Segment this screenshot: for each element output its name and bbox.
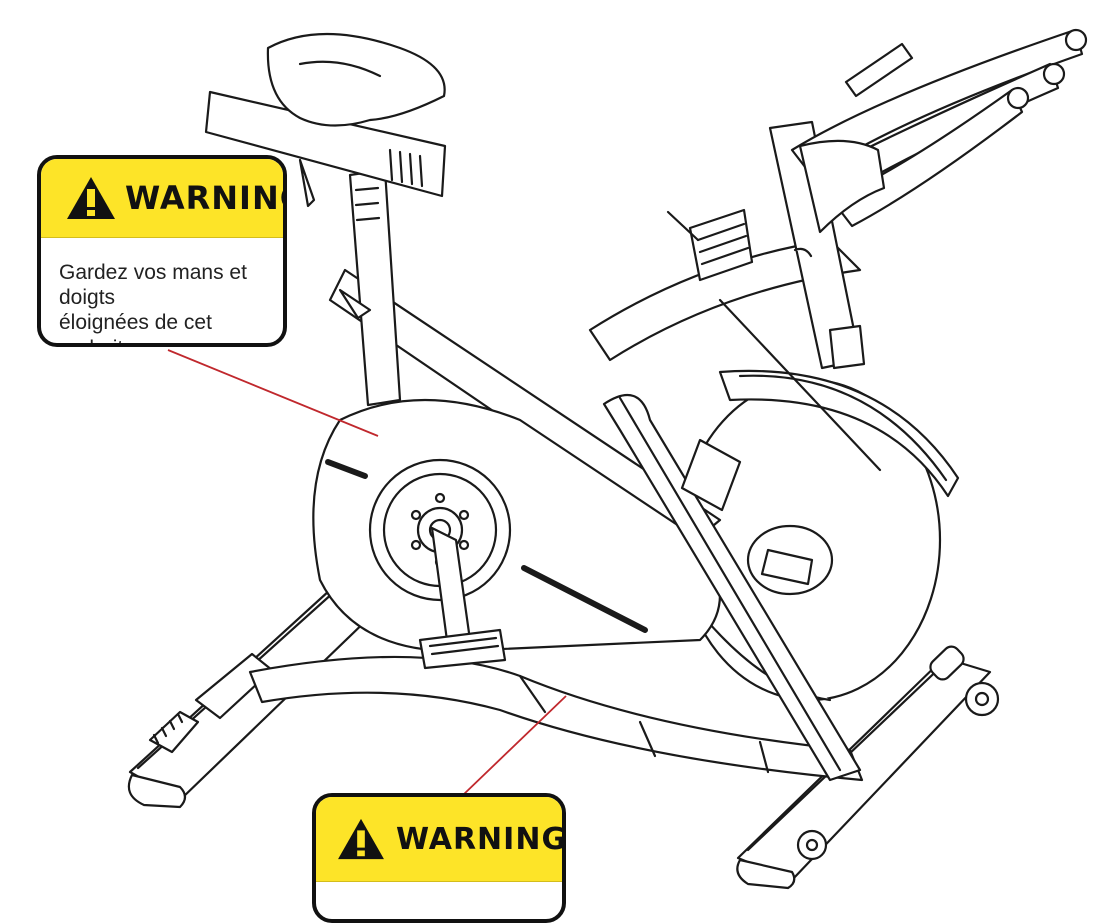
- resistance-knob: [666, 208, 754, 282]
- warning-triangle-icon: [67, 177, 115, 219]
- warning-label-frame: WARNING: [312, 793, 566, 923]
- leader-line-top: [167, 349, 379, 437]
- front-stabilizer: [127, 588, 377, 809]
- spin-bike-illustration: [127, 28, 1088, 890]
- seat-rail: [204, 90, 447, 208]
- fender: [718, 369, 960, 498]
- warning-triangle-icon: [338, 818, 384, 860]
- warning-heading-bottom: WARNING: [396, 821, 566, 857]
- warning-label-hands: WARNING Gardez vos mans et doigts éloign…: [37, 155, 287, 347]
- warning-message: Gardez vos mans et doigts éloignées de c…: [41, 238, 283, 343]
- warning-heading: WARNING: [125, 179, 283, 217]
- handlebars: [790, 28, 1088, 234]
- warning-banner-bottom: WARNING: [316, 797, 562, 882]
- warning-message-bottom: [316, 882, 562, 888]
- warning-message-line-2: éloignées de cet endroit.: [59, 311, 212, 343]
- warning-message-line-1: Gardez vos mans et doigts: [59, 261, 247, 310]
- rear-stabilizer: [736, 645, 1000, 890]
- saddle: [266, 32, 446, 127]
- bottle-cage: [680, 438, 742, 512]
- x-frame: [602, 394, 862, 782]
- warning-banner: WARNING: [41, 159, 283, 238]
- chain-guard: [312, 398, 721, 653]
- crank: [418, 526, 507, 670]
- front-post: [768, 120, 866, 370]
- leader-line-bottom: [462, 695, 567, 796]
